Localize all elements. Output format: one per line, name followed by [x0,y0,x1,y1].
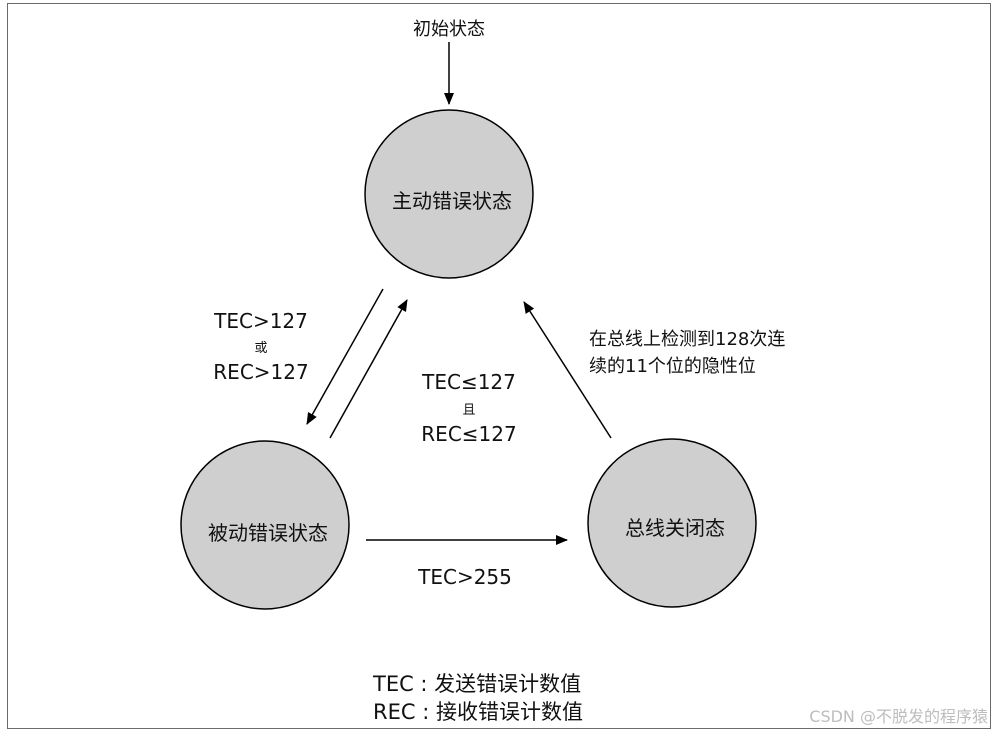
state-label-error-passive: 被动错误状态 [208,521,328,545]
legend-tec: TEC : 发送错误计数值 [373,672,582,696]
initial-state-label: 初始状态 [413,19,485,40]
state-circle-error-passive [180,440,350,610]
arrow-active-to-passive [306,288,384,425]
condition-passive-to-active-rec: REC≤127 [421,422,517,446]
condition-active-to-passive-rec: REC>127 [213,360,309,384]
condition-passive-to-active-and: 且 [462,403,476,418]
condition-busoff-to-active-line2: 续的11个位的隐性位 [589,356,756,377]
condition-passive-to-active-tec: TEC≤127 [422,370,516,394]
state-label-bus-off: 总线关闭态 [625,516,725,540]
state-circle-bus-off [587,438,757,608]
state-circle-error-active [364,109,534,279]
arrow-passive-to-active [329,299,408,439]
state-label-error-active: 主动错误状态 [392,189,512,213]
watermark: CSDN @不脱发的程序猿 [809,707,988,726]
diagram-frame [7,3,991,729]
legend-rec: REC : 接收错误计数值 [373,700,583,724]
condition-active-to-passive-tec: TEC>127 [214,309,308,333]
condition-active-to-passive-or: 或 [254,341,268,356]
arrow-busoff-to-active [523,301,612,439]
condition-busoff-to-active-line1: 在总线上检测到128次连 [589,329,786,350]
condition-passive-to-busoff: TEC>255 [418,565,512,589]
